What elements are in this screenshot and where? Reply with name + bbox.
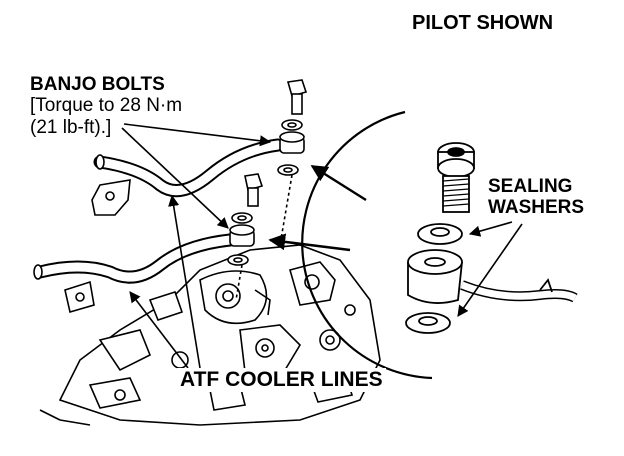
- sealing-washers-callout: SEALING WASHERS: [488, 176, 584, 219]
- banjo-bolts-title: BANJO BOLTS: [30, 74, 165, 95]
- lower-banjo-bolt-assembly: [227, 173, 264, 301]
- sealing-washers-line1: SEALING: [488, 176, 573, 197]
- detail-banjo-bolt: [437, 142, 475, 213]
- banjo-torque-line1: [Torque to 28 N·m: [30, 95, 183, 117]
- washer-leader-upper: [468, 221, 513, 237]
- banjo-bolts-callout: BANJO BOLTS [Torque to 28 N·m (21 lb-ft)…: [30, 74, 182, 138]
- lower-atf-cooler-line: [33, 233, 237, 284]
- atf-leader-mid: [168, 194, 201, 369]
- upper-atf-cooler-line: [93, 138, 285, 198]
- callout-arrows: [121, 123, 523, 369]
- detail-arrow-upper: [310, 164, 367, 202]
- banjo-leader-upper: [123, 123, 272, 147]
- detail-upper-sealing-washer: [417, 223, 463, 245]
- banjo-leader-lower: [121, 127, 229, 229]
- detail-arrow-lower: [268, 233, 351, 252]
- detail-lower-sealing-washer: [405, 312, 451, 334]
- detail-banjo-fitting: [407, 249, 578, 304]
- upper-banjo-bolt-assembly: [277, 79, 308, 246]
- sealing-washers-line2: WASHERS: [488, 197, 585, 219]
- banjo-torque-line2: (21 lb-ft).]: [30, 116, 112, 138]
- atf-leader-left: [129, 291, 189, 369]
- washer-leader-lower: [457, 223, 523, 317]
- pilot-shown-caption: PILOT SHOWN: [412, 12, 554, 34]
- atf-cooler-lines-callout: ATF COOLER LINES: [177, 368, 386, 392]
- detail-magnifier-circle: [301, 110, 433, 380]
- line-bracket: [64, 179, 131, 314]
